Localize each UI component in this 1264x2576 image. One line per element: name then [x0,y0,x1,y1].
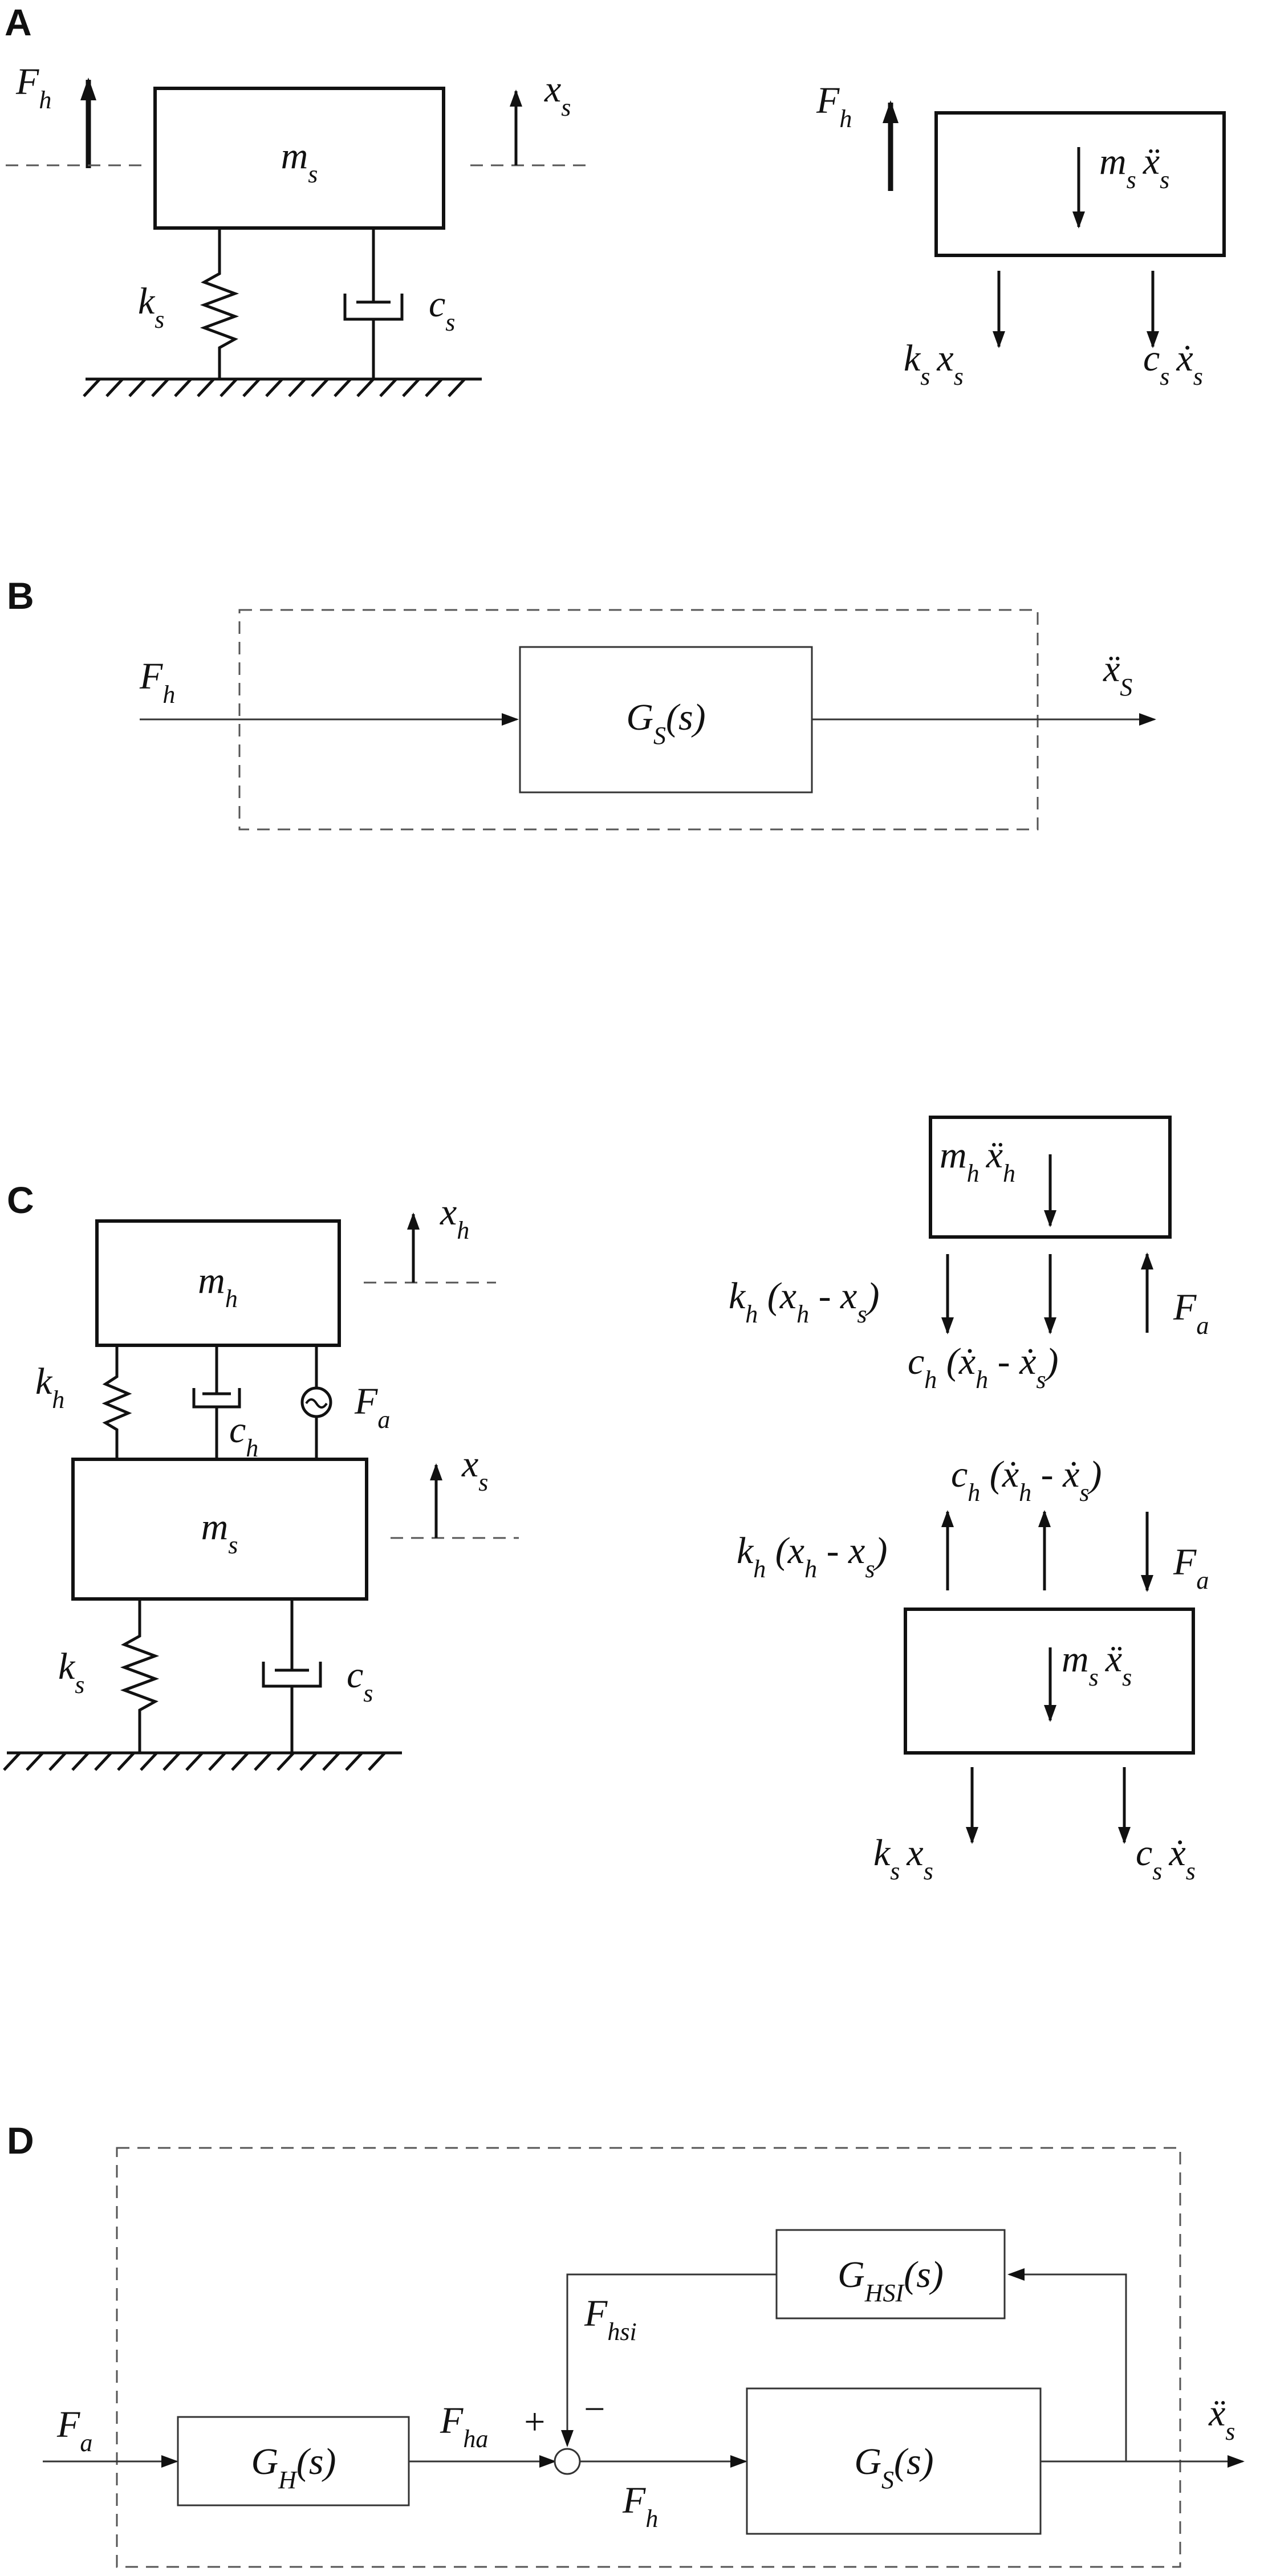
gh-block-label: GH(s) [251,2441,336,2494]
actuator-fa-label: Fa [354,1381,390,1434]
spring-ks-c [120,1599,160,1753]
ground-a [83,377,482,397]
input-fa-label: Fa [56,2404,92,2457]
mass-ms-label: ms [281,135,318,188]
actuator-fa [300,1345,332,1459]
spring-kh [101,1345,132,1459]
damper-cs [343,228,404,379]
fbd-upper-spring-label: kh (xh - xs) [729,1275,879,1328]
ground-c [3,1751,402,1771]
summing-minus-sign: − [582,2388,607,2430]
spring-kh-label: kh [35,1361,64,1414]
system-boundary-d [116,2147,1181,2568]
fbd-lower-spring-label: kh (xh - xs) [737,1530,887,1583]
fbd-lower-fa-label: Fa [1173,1541,1209,1594]
spring-ks [200,228,239,379]
summing-junction [554,2448,581,2475]
panel-d-label: D [7,2119,34,2162]
force-fh-label: Fh [15,61,51,114]
gs-block-d-label: GS(s) [854,2441,933,2494]
mass-ms-box [153,87,445,230]
output-label: ẍS [1103,648,1132,701]
displacement-xh-label: xh [440,1191,469,1244]
mass-ms-label-c: ms [201,1506,238,1559]
panel-c: C mh xh kh ch Fa ms xs [3,1116,1209,1885]
gh-block [177,2416,410,2506]
panel-a-label: A [5,1,32,43]
signal-fh-label: Fh [622,2480,658,2533]
spring-ks-label: ks [138,280,164,333]
damper-cs-c [262,1599,322,1753]
ghsi-block [775,2229,1006,2319]
signal-fha-label: Fha [440,2400,488,2453]
ghsi-block-label: GHSI(s) [838,2254,944,2307]
gs-block-d [746,2387,1042,2535]
damper-ch [192,1345,241,1459]
spring-ks-label-c: ks [58,1646,84,1699]
displacement-xs-label: xs [544,68,571,121]
damper-cs-label-c: cs [347,1654,373,1707]
damper-cs-label: cs [429,283,455,336]
output-label-d: ẍs [1208,2392,1235,2445]
mass-mh-label: mh [198,1260,238,1313]
panel-b-label: B [7,575,34,617]
feedback-path-out [1007,2268,1127,2461]
signal-fhsi-label: Fhsi [584,2293,637,2346]
panel-d: D Fa GH(s) Fha + − Fh GS(s) ẍs GHSI(s) F… [7,2119,1245,2568]
feedback-path-in [561,2273,777,2447]
fbd-upper-fa-label: Fa [1173,1287,1209,1340]
fbd-fh-label: Fh [816,80,852,133]
gs-block [519,646,813,793]
mass-ms-box-c [71,1458,368,1601]
displacement-xs-label-c: xs [461,1443,488,1496]
gs-block-label: GS(s) [626,697,705,750]
mass-mh-box [95,1219,341,1347]
fbd-lower-damper-label: ch (ẋh - ẋs) [951,1454,1102,1507]
input-fh-label: Fh [139,656,175,709]
fbd-upper-damper-label: ch (ẋh - ẋs) [908,1341,1058,1394]
panel-c-label: C [7,1179,34,1221]
panel-b: B Fh GS(s) ẍS [7,575,1156,831]
damper-ch-label: ch [229,1409,258,1462]
summing-plus-sign: + [522,2401,547,2443]
